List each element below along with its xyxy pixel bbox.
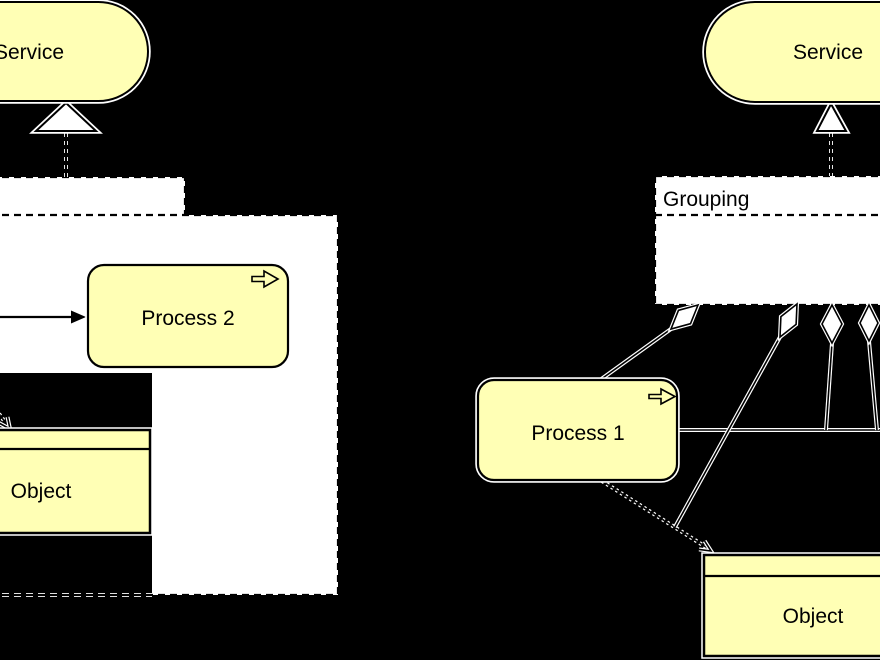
process-shape[interactable] [476, 378, 679, 482]
access-relationship-right[interactable] [600, 479, 716, 554]
process-2-label: Process 2 [141, 307, 234, 330]
object-shape[interactable] [0, 428, 152, 535]
right-object-element[interactable]: Object [701, 552, 880, 659]
realization-triangle-icon [815, 101, 848, 132]
process-arrow-icon [648, 387, 677, 406]
aggregation-diamond-icon [779, 302, 798, 339]
left-service-element[interactable]: Service [0, 0, 151, 104]
aggregation-line [825, 342, 833, 431]
aggregation-relationship-2[interactable] [673, 299, 800, 528]
left-grouping-tab[interactable] [0, 177, 185, 215]
left-grouping-body-lower[interactable] [152, 373, 338, 595]
aggregation-diamond-icon [669, 303, 700, 331]
aggregation-relationship-3[interactable] [819, 300, 845, 431]
process-shape[interactable] [86, 263, 290, 369]
aggregation-diamond-icon [859, 303, 879, 343]
process-1-element[interactable]: Process 1 [475, 377, 680, 483]
left-object-element[interactable]: Object [0, 427, 153, 536]
process-2-element[interactable]: Process 2 [85, 262, 291, 370]
left-grouping-tab-border [0, 175, 187, 216]
left-object-label: Object [11, 480, 72, 503]
right-grouping-label: Grouping [663, 188, 749, 211]
access-relationship-left[interactable] [0, 396, 13, 433]
aggregation-relationship-1[interactable] [598, 302, 702, 382]
right-service-element[interactable]: Service [702, 0, 880, 105]
open-arrowhead-icon [698, 540, 713, 553]
aggregation-line [674, 336, 781, 528]
process-arrow-icon [251, 269, 280, 289]
left-service-label: Service [0, 41, 64, 64]
realization-relationship-left[interactable] [29, 99, 103, 177]
access-line [601, 480, 710, 550]
filled-arrowhead-icon [71, 310, 86, 324]
aggregation-line [868, 340, 878, 431]
aggregation-diamond-icon [821, 303, 843, 345]
process-1-label: Process 1 [531, 422, 624, 445]
object-shape[interactable] [702, 553, 880, 658]
service-shape[interactable] [704, 1, 880, 103]
right-service-label: Service [793, 41, 863, 64]
service-shape[interactable] [0, 1, 149, 102]
aggregation-line [599, 328, 672, 381]
aggregation-relationship-4[interactable] [857, 300, 880, 431]
realization-relationship-right[interactable] [812, 98, 851, 176]
incoming-arrow-relationship[interactable] [0, 310, 86, 324]
right-grouping-body[interactable] [655, 176, 880, 305]
realization-triangle-icon [33, 101, 99, 132]
right-grouping[interactable]: Grouping [653, 174, 880, 307]
right-object-label: Object [783, 605, 844, 628]
